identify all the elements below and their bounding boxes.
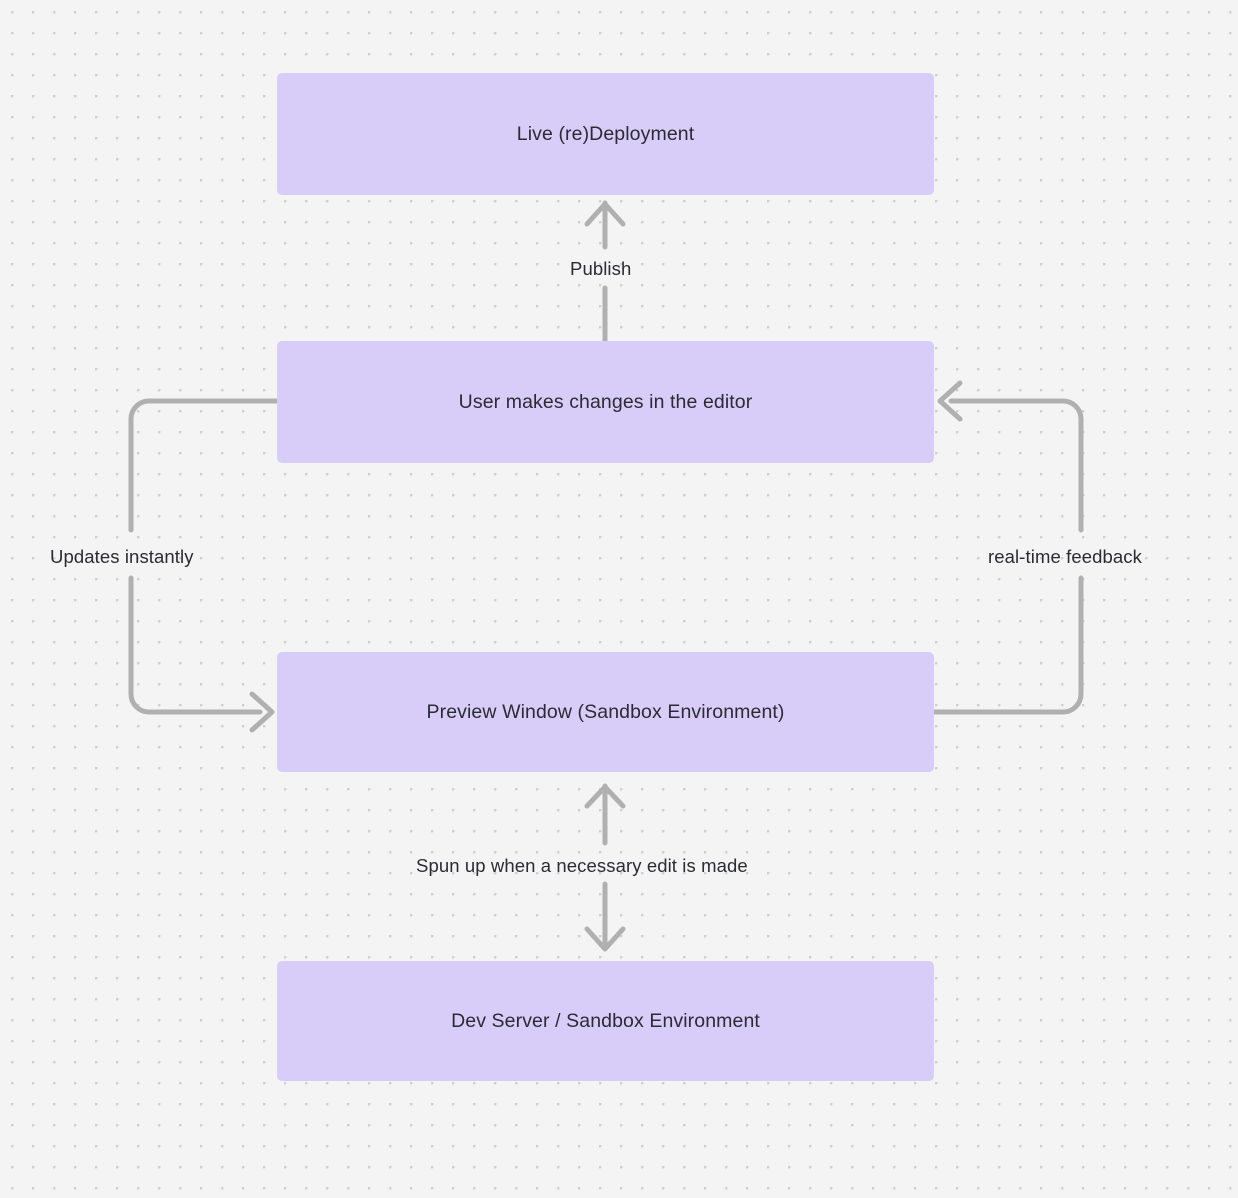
edge-realtime-arrowhead-left xyxy=(937,380,963,422)
node-dev-server-label: Dev Server / Sandbox Environment xyxy=(451,1009,760,1032)
node-live-deployment[interactable]: Live (re)Deployment xyxy=(277,73,934,195)
edge-realtime-path-lower xyxy=(931,575,1084,715)
edge-spun-arrowhead-down xyxy=(584,926,626,952)
edge-label-publish: Publish xyxy=(570,258,632,279)
edge-spun-arrowhead-up xyxy=(584,784,626,809)
node-live-deployment-label: Live (re)Deployment xyxy=(516,122,695,145)
edge-updates-path-lower xyxy=(128,575,263,715)
edge-label-real-time-feedback: real-time feedback xyxy=(988,546,1142,567)
node-preview-window-label: Preview Window (Sandbox Environment) xyxy=(426,700,785,723)
node-preview-window[interactable]: Preview Window (Sandbox Environment) xyxy=(277,652,934,772)
edge-realtime-path-upper xyxy=(948,398,1084,533)
edge-updates-arrowhead-right xyxy=(249,691,275,733)
node-user-makes-changes-label: User makes changes in the editor xyxy=(458,390,753,413)
edge-label-spun-up: Spun up when a necessary edit is made xyxy=(416,855,748,876)
node-dev-server[interactable]: Dev Server / Sandbox Environment xyxy=(277,961,934,1081)
edge-label-updates-instantly: Updates instantly xyxy=(50,546,194,567)
node-user-makes-changes[interactable]: User makes changes in the editor xyxy=(277,341,934,463)
edge-publish-arrowhead-up xyxy=(584,201,626,227)
edge-updates-path-upper xyxy=(128,398,280,533)
